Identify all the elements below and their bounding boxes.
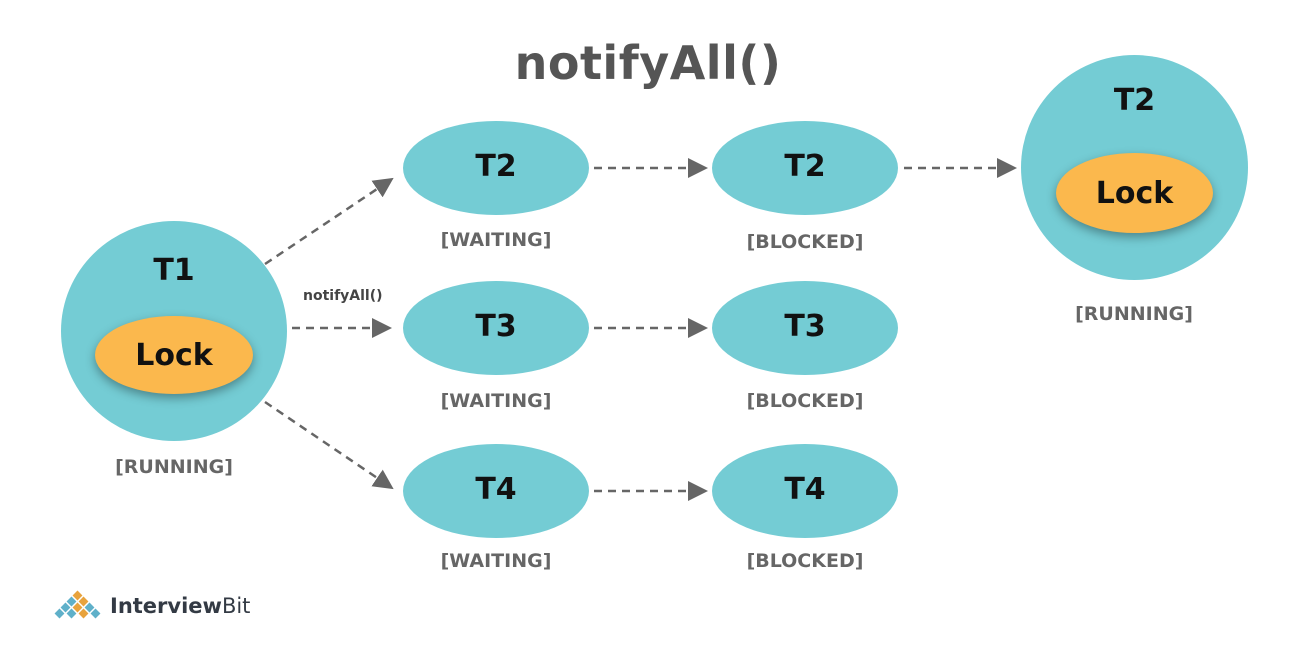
thread-t2-running-node: T2 Lock — [1021, 55, 1248, 280]
arrow-t1-to-t2 — [264, 177, 394, 266]
interviewbit-logo: InterviewBit — [52, 586, 250, 626]
arrow-t1-to-t4 — [264, 400, 394, 490]
interviewbit-logo-icon — [54, 590, 101, 619]
thread-t2-blocked-state: [BLOCKED] — [746, 231, 864, 253]
thread-t1-label: T1 — [153, 253, 195, 288]
thread-t3-blocked-node: T3 — [712, 281, 898, 375]
diagram-title: notifyAll() — [514, 36, 782, 90]
thread-t1-state: [RUNNING] — [115, 456, 233, 478]
thread-t3-waiting-node: T3 — [403, 281, 589, 375]
logo-text-bit: Bit — [221, 594, 251, 618]
t1-lock: Lock — [95, 316, 253, 394]
logo-text-interview: Interview — [110, 594, 222, 618]
thread-t4-waiting-node: T4 — [403, 444, 589, 538]
thread-t2-running-label: T2 — [1113, 83, 1156, 118]
thread-t2-waiting-label: T2 — [475, 149, 517, 184]
thread-t2-blocked-label: T2 — [784, 149, 826, 184]
thread-t4-waiting-state: [WAITING] — [440, 550, 552, 572]
notifyall-edge-label: notifyAll() — [303, 288, 383, 304]
thread-t3-blocked-label: T3 — [784, 309, 826, 344]
thread-t3-waiting-state: [WAITING] — [440, 390, 552, 412]
thread-t1-node: T1 Lock — [61, 221, 287, 441]
thread-t4-blocked-label: T4 — [784, 472, 826, 507]
thread-t2-waiting-state: [WAITING] — [440, 229, 552, 251]
thread-t2-running-state: [RUNNING] — [1075, 303, 1193, 325]
t2-lock: Lock — [1056, 153, 1213, 233]
interviewbit-logo-text: InterviewBit — [110, 594, 250, 618]
thread-t2-waiting-node: T2 — [403, 121, 589, 215]
thread-t3-blocked-state: [BLOCKED] — [746, 390, 864, 412]
thread-t4-blocked-state: [BLOCKED] — [746, 550, 864, 572]
thread-t3-waiting-label: T3 — [475, 309, 517, 344]
thread-t4-blocked-node: T4 — [712, 444, 898, 538]
thread-t4-waiting-label: T4 — [475, 472, 517, 507]
thread-t2-blocked-node: T2 — [712, 121, 898, 215]
